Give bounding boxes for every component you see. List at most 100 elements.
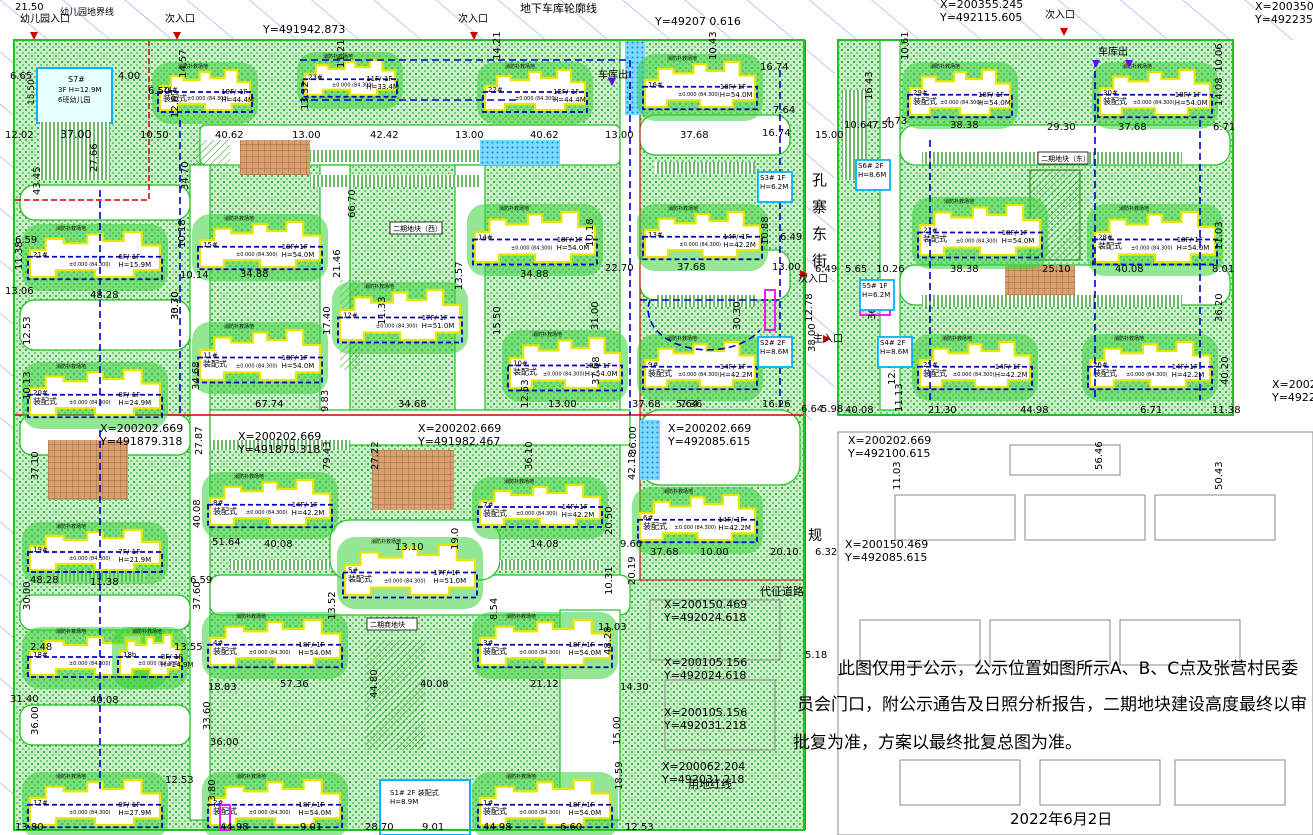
dimension-label: 37.10 [30, 451, 41, 480]
s1-building [379, 779, 471, 835]
dimension-label: 37.68 [677, 262, 706, 273]
plaza-2 [48, 440, 128, 500]
building-basement [1092, 238, 1218, 266]
dimension-label: 2.48 [30, 642, 52, 653]
building-21: 21#6F/-1FH=15.9M±0.000 (84.300)消防扑救场地 [22, 224, 168, 291]
coord-x: X=200150.469 [845, 538, 928, 551]
coord-y: Y=491942.873 [262, 23, 345, 36]
fire-site-label: 消防扑救场地 [224, 323, 254, 330]
coord-y: Y=492031.218 [661, 773, 744, 786]
dimension-label: 10.00 [700, 547, 729, 558]
building-footprint [643, 210, 762, 259]
building-23: 23#11F/-1FH=33.4M±0.000 (84.300)消防扑救场地 [297, 52, 403, 109]
garage-arrows [608, 60, 1133, 86]
building-footprint [1093, 210, 1217, 264]
building-height: H=54.0M [568, 809, 601, 817]
dimension-label: 44.98 [1020, 405, 1049, 416]
building-basement [1087, 365, 1213, 391]
building-footprint [198, 328, 322, 382]
dimension-label: 67.74 [255, 399, 284, 410]
building-floors: 18F/-1F [1177, 236, 1203, 244]
dimension-label: 20.10 [770, 547, 799, 558]
dimension-label: 34.88 [520, 269, 549, 280]
garage-outline [99, 59, 1201, 790]
building-floors: 14F/-1F [292, 501, 318, 509]
dimension-label: 7.50 [872, 120, 894, 131]
dimension-label: 10.31 [604, 566, 615, 595]
coord-y: Y=492085.615 [667, 435, 750, 448]
dimension-label: 10.13 [22, 371, 33, 400]
dimension-label: 4.73 [885, 116, 907, 127]
dimension-label: 66.70 [347, 189, 358, 218]
dimension-label: 13.00 [548, 399, 577, 410]
dimension-label: 40.08 [264, 539, 293, 550]
building-floors: 18F/-1F [298, 641, 324, 649]
dimension-label: 13.52 [327, 591, 338, 620]
building-floors: 18F/-1F [1175, 91, 1201, 99]
fire-site-label: 消防扑救场地 [1119, 205, 1149, 212]
building-floors: 17F/-1F [422, 314, 448, 322]
dimension-label: 10.18 [585, 218, 596, 247]
dimension-label: 37.68 [1118, 122, 1147, 133]
building-mode: 装配式 [1103, 96, 1127, 106]
building-height: H=42.2M [723, 241, 756, 249]
lawn-3 [365, 640, 425, 750]
building-id: 1# [483, 799, 493, 807]
coord-y: Y=491879.318 [99, 435, 182, 448]
dimension-label: 30.30 [732, 301, 743, 330]
building-mode: 装配式 [1093, 368, 1117, 378]
phase2-west-label: 二期地块（西） [393, 224, 442, 233]
dimension-label: 38.00 [807, 323, 818, 352]
building-basement [917, 365, 1033, 391]
building-id: 8# [213, 499, 223, 507]
kg-dim-top: 4.00 [118, 71, 140, 82]
fire-site-label: 消防扑救场地 [944, 198, 974, 205]
building-id: 16# [648, 81, 663, 89]
coord-x: X=200150.469 [664, 598, 747, 611]
dimension-label: 11.38 [1212, 405, 1241, 416]
fire-site-label: 消防扑救场地 [1122, 63, 1152, 70]
dimension-label: 19.0 [450, 528, 461, 550]
coordinate-point: X=20020Y=49223 [1271, 378, 1313, 404]
dimension-label: 18.59 [614, 761, 625, 790]
fire-site-label: 消防扑救场地 [364, 283, 394, 290]
building-height: H=42.2M [1172, 371, 1205, 379]
building-mode: 装配式 [203, 359, 227, 369]
fire-site-label: 消防扑救场地 [56, 523, 86, 530]
fire-site-label: 消防扑救场地 [668, 205, 698, 212]
east-margin [1235, 40, 1313, 420]
building-basement [207, 643, 343, 669]
building-footprint [338, 288, 462, 342]
dimension-label: 14.30 [620, 682, 649, 693]
dimension-label: 33.30 [170, 291, 181, 320]
building-ground-level: ±0.000 (84.300) [249, 650, 291, 656]
building-height: H=54.0M [1175, 99, 1208, 107]
dimension-label: 16.74 [762, 128, 791, 139]
building-id: 15# [203, 241, 218, 249]
dimension-label: 37.68 [591, 356, 602, 385]
dimension-label: 40.08 [420, 679, 449, 690]
building-height: H=42.2M [995, 371, 1028, 379]
lawn-4 [195, 140, 230, 165]
building-basement [27, 393, 163, 419]
kindergarten-yard [40, 122, 110, 180]
kg-name: 6班幼儿园 [58, 95, 90, 104]
dimension-label: 21.30 [928, 405, 957, 416]
building-19: 19#7F/-1FH=21.9M±0.000 (84.300)消防扑救场地 [22, 522, 168, 584]
coord-x: X=200350.7 [1255, 0, 1313, 13]
building-height: H=44.4M [553, 96, 586, 104]
dimension-label: 36.00 [210, 737, 239, 748]
dimension-label: 16.26 [762, 399, 791, 410]
label-garage-1: 车库出 [598, 68, 628, 81]
dimension-label: 6.49 [815, 264, 837, 275]
dimension-label: 40.62 [530, 130, 559, 141]
building-15: 15#18F/-1FH=54.0M±0.000 (84.300)消防扑救场地 [192, 214, 328, 281]
dimension-label: 36.20 [1214, 293, 1225, 322]
dimension-label: 10.50 [140, 130, 169, 141]
